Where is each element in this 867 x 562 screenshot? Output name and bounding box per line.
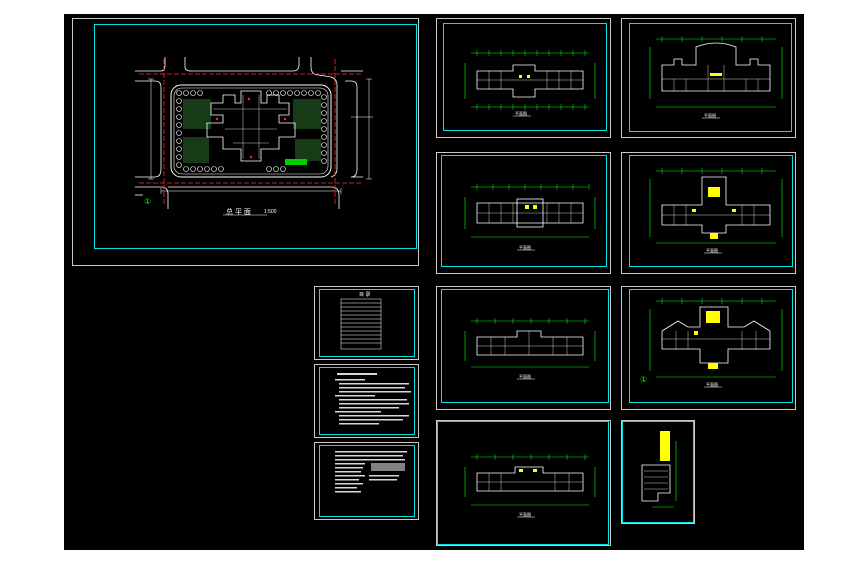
floor-plan-1-frame bbox=[443, 23, 607, 131]
drawing-list-table bbox=[340, 298, 382, 350]
floor-plan-2-drawing: 平面图 bbox=[649, 36, 783, 119]
floor-plan-6-drawing: 平面图 bbox=[649, 298, 783, 388]
sheet-floor-plan-5[interactable]: 平面图 bbox=[436, 286, 611, 410]
svg-text:平面图: 平面图 bbox=[519, 373, 531, 379]
site-plan-drawing bbox=[135, 57, 373, 216]
sheet-site-plan[interactable]: ① 总 平 面 1:500 bbox=[72, 18, 419, 266]
sheet-floor-plan-1[interactable]: 平面图 bbox=[436, 18, 611, 138]
design-notes-1-text-block bbox=[335, 373, 411, 425]
floor-plan-4-drawing: 平面图 bbox=[649, 168, 783, 254]
sheet-floor-plan-6[interactable]: 平面图 ① bbox=[621, 286, 796, 410]
floor-plan-3-drawing: 平面图 bbox=[464, 184, 596, 251]
design-notes-2-frame bbox=[319, 445, 415, 517]
model-space-canvas[interactable]: ① 总 平 面 1:500 平面图 平面图 bbox=[64, 14, 804, 550]
drawing-list-frame bbox=[319, 289, 415, 357]
site-plan-frame bbox=[94, 24, 417, 249]
sheet-design-notes-1[interactable] bbox=[314, 364, 419, 438]
site-plan-caption: 总 平 面 bbox=[226, 209, 251, 216]
svg-text:平面图: 平面图 bbox=[519, 511, 531, 517]
sheet-floor-plan-2[interactable]: 平面图 bbox=[621, 18, 796, 138]
svg-text:平面图: 平面图 bbox=[704, 112, 716, 118]
floor-plan-5-frame bbox=[441, 289, 609, 403]
stair-detail-frame bbox=[622, 421, 694, 523]
floor-plan-7-drawing: 平面图 bbox=[464, 454, 596, 518]
site-plan-scale: 1:500 bbox=[264, 209, 277, 215]
floor-plan-1-drawing: 平面图 bbox=[464, 50, 596, 117]
design-notes-1-frame bbox=[319, 367, 415, 435]
floor-plan-5-drawing: 平面图 bbox=[464, 318, 596, 380]
sheet-floor-plan-4[interactable]: 平面图 bbox=[621, 152, 796, 274]
floor-plan-7-frame bbox=[437, 421, 609, 545]
sheet-drawing-list[interactable]: 目 录 bbox=[314, 286, 419, 360]
north-mark-plan-6: ① bbox=[640, 375, 648, 384]
svg-text:平面图: 平面图 bbox=[515, 110, 527, 116]
svg-text:平面图: 平面图 bbox=[706, 381, 718, 387]
svg-text:平面图: 平面图 bbox=[706, 247, 718, 253]
stair-detail-drawing bbox=[641, 431, 677, 508]
svg-text:平面图: 平面图 bbox=[519, 244, 531, 250]
floor-plan-3-frame bbox=[441, 155, 607, 267]
north-symbol: ① bbox=[144, 197, 152, 206]
design-notes-2-text-block bbox=[335, 451, 407, 493]
sheet-stair-detail[interactable] bbox=[621, 420, 695, 524]
sheet-design-notes-2[interactable] bbox=[314, 442, 419, 520]
floor-plan-4-frame bbox=[629, 155, 793, 267]
sheet-floor-plan-7[interactable]: 平面图 bbox=[436, 420, 611, 546]
floor-plan-2-frame bbox=[629, 23, 792, 132]
sheet-floor-plan-3[interactable]: 平面图 bbox=[436, 152, 611, 274]
drawing-list-title: 目 录 bbox=[359, 292, 371, 298]
floor-plan-6-frame bbox=[629, 289, 793, 403]
